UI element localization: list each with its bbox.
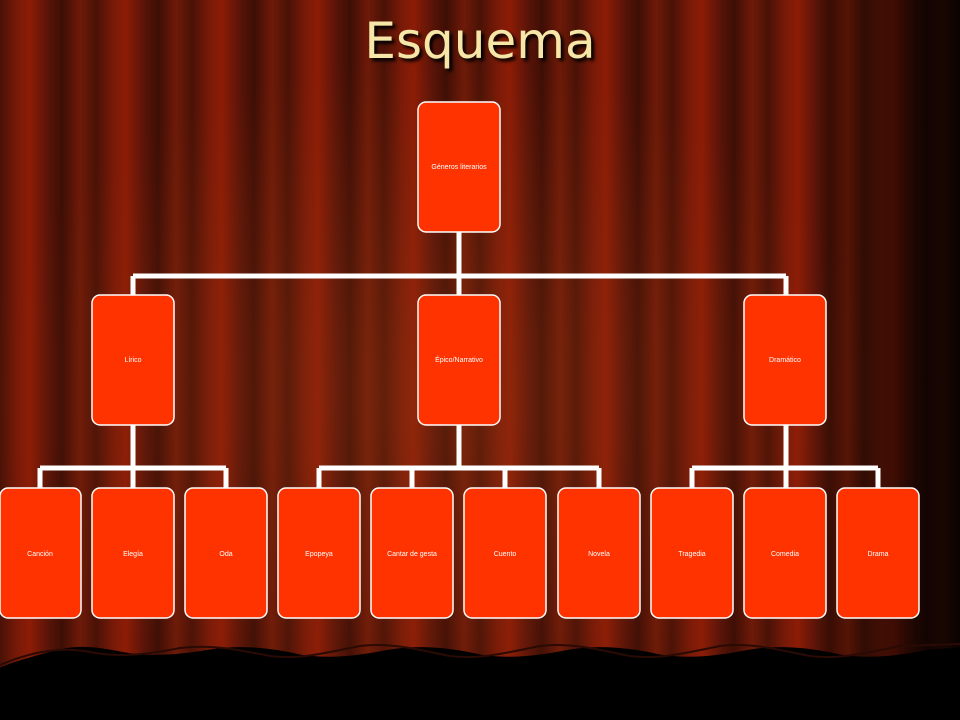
node-drama-label: Drama [867, 551, 888, 558]
node-comedia: Comedia [743, 487, 827, 619]
node-dramatico-label: Dramático [769, 357, 801, 364]
node-oda-label: Oda [219, 551, 232, 558]
connector-root [130, 230, 789, 297]
connector-epico [316, 423, 602, 490]
node-lirico-label: Lírico [124, 357, 141, 364]
node-dramatico: Dramático [743, 294, 827, 426]
node-elegia-label: Elegía [123, 551, 143, 558]
node-cuento: Cuento [463, 487, 547, 619]
node-cancion-label: Canción [27, 551, 53, 558]
node-cancion: Canción [0, 487, 82, 619]
node-epopeya-label: Epopeya [305, 551, 333, 558]
node-cuento-label: Cuento [494, 551, 517, 558]
node-novela-label: Novela [588, 551, 610, 558]
node-drama: Drama [836, 487, 920, 619]
node-tragedia-label: Tragedia [678, 551, 705, 558]
connector-dramatico [689, 423, 881, 490]
node-tragedia: Tragedia [650, 487, 734, 619]
node-epico-label: Épico/Narrativo [435, 355, 483, 364]
connector-lirico [37, 423, 229, 490]
node-epopeya: Epopeya [277, 487, 361, 619]
node-cantar-de-gesta: Cantar de gesta [370, 487, 454, 619]
node-oda: Oda [184, 487, 268, 619]
node-root: Géneros literarios [417, 101, 501, 233]
node-comedia-label: Comedia [771, 551, 799, 558]
node-cantar-label: Cantar de gesta [387, 551, 437, 558]
node-elegia: Elegía [91, 487, 175, 619]
node-epico-narrativo: Épico/Narrativo [417, 294, 501, 426]
node-novela: Novela [557, 487, 641, 619]
node-lirico: Lírico [91, 294, 175, 426]
slide-title: Esquema [364, 12, 596, 70]
node-root-label: Géneros literarios [431, 164, 487, 171]
